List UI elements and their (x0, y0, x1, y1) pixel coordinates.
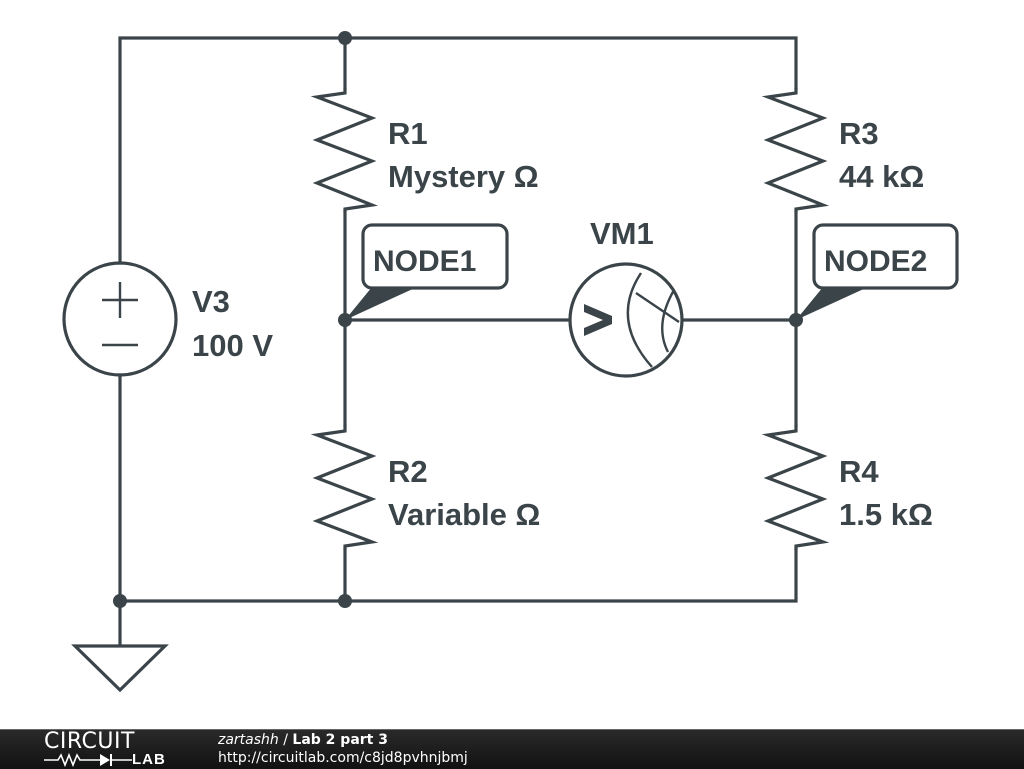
resistor-r4[interactable]: R4 1.5 kΩ (761, 425, 933, 550)
resistor-r2[interactable]: R2 Variable Ω (310, 425, 540, 550)
voltmeter-icon (568, 262, 684, 378)
voltmeter-vm1[interactable]: VM1 (568, 216, 684, 378)
ground-icon (71, 644, 169, 693)
resistor-r3[interactable]: R3 44 kΩ (761, 88, 924, 212)
wire-top (118, 36, 798, 265)
voltmeter-v-glyph (584, 304, 612, 336)
author-link[interactable]: zartashh (218, 732, 279, 748)
voltage-source-icon (62, 261, 178, 377)
node1-label: NODE1 (373, 245, 476, 278)
r3-name: R3 (839, 116, 879, 151)
circuit-title[interactable]: Lab 2 part 3 (292, 732, 388, 748)
resistor-r2-icon (310, 425, 379, 550)
r3-value: 44 kΩ (839, 159, 924, 194)
logo-resistor-diode-icon (44, 753, 132, 767)
circuit-meta: zartashh / Lab 2 part 3 http://circuitla… (218, 731, 468, 767)
resistor-r1[interactable]: R1 Mystery Ω (310, 88, 539, 212)
junction-top-r1 (338, 31, 352, 45)
voltmeter-arc-inner (661, 289, 676, 353)
ground-symbol (71, 644, 169, 693)
node1-tag-box (361, 223, 509, 290)
r4-value: 1.5 kΩ (839, 497, 933, 532)
r2-name: R2 (388, 454, 428, 489)
separator: / (278, 732, 293, 748)
vm1-name: VM1 (590, 216, 654, 251)
resistor-r4-icon (761, 425, 830, 550)
circuit-schematic: R1 Mystery Ω R2 Variable Ω R3 44 kΩ R4 1… (62, 31, 959, 693)
voltmeter-needle (635, 292, 680, 323)
node2-tag-box (812, 223, 959, 290)
junction-bottom-left (113, 594, 127, 608)
node2-label: NODE2 (824, 245, 927, 278)
v3-name: V3 (192, 284, 230, 319)
node-label-node1[interactable]: NODE1 (345, 223, 509, 320)
junction-bottom-r2 (338, 594, 352, 608)
resistor-r1-icon (310, 88, 379, 212)
r2-value: Variable Ω (388, 497, 540, 532)
plus-icon (102, 282, 138, 318)
circuit-url[interactable]: http://circuitlab.com/c8jd8pvhnjbmj (218, 750, 468, 766)
r1-value: Mystery Ω (388, 159, 539, 194)
r4-name: R4 (839, 454, 879, 489)
resistor-r3-icon (761, 88, 830, 212)
voltmeter-arc-outer (626, 272, 653, 368)
wire-r4-bottom (118, 373, 798, 603)
footer-bar: CIRCUIT LAB zartashh / Lab 2 part 3 http… (0, 729, 1024, 769)
circuitlab-logo[interactable]: CIRCUIT LAB (44, 729, 176, 768)
logo-circuit-text: CIRCUIT (44, 729, 135, 754)
node2-tag-pointer (796, 287, 868, 320)
r1-name: R1 (388, 116, 428, 151)
node-label-node2[interactable]: NODE2 (796, 223, 959, 320)
logo-lab-text: LAB (132, 751, 166, 768)
node1-tag-pointer (345, 287, 417, 320)
voltage-source-v3[interactable]: V3 100 V (62, 261, 273, 377)
v3-value: 100 V (192, 328, 273, 363)
